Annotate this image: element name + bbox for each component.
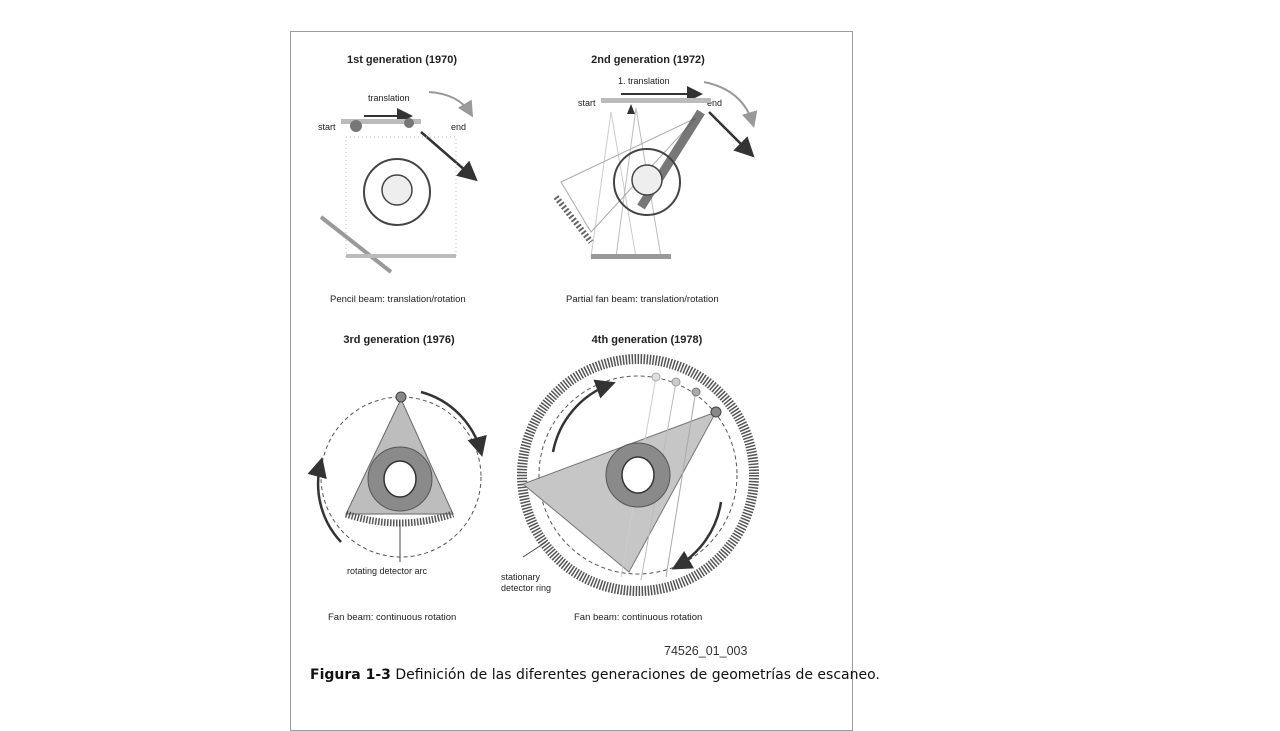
x-ray-source: [710, 406, 722, 418]
rotation-path: [320, 396, 482, 558]
panel-subtitle: Partial fan beam: translation/rotation: [566, 294, 719, 305]
detector-array-left: [553, 195, 594, 244]
panel-title: 4th generation (1978): [592, 334, 703, 346]
panel-title: 3rd generation (1976): [343, 334, 455, 346]
detector-arc: [344, 510, 455, 527]
detector-array-bottom: [591, 254, 671, 259]
gantry-bar: [341, 119, 421, 124]
rotation-diagonal-arrow: [420, 131, 478, 182]
panel-title: 1st generation (1970): [347, 54, 457, 66]
translation-label: translation: [368, 93, 410, 103]
rotation-arrow-left: [307, 457, 342, 543]
panel-subtitle: Fan beam: continuous rotation: [574, 612, 702, 623]
start-label: start: [578, 98, 596, 108]
detector-label-line2: detector ring: [501, 583, 551, 593]
figure-code: 74526_01_003: [664, 644, 748, 658]
head-outline: [381, 174, 413, 206]
head-outline: [631, 164, 663, 196]
end-label: end: [707, 98, 722, 108]
panel-subtitle: Fan beam: continuous rotation: [328, 612, 456, 623]
ct-generations-diagram: 1st generation (1970) translation start …: [307, 54, 759, 623]
figure-caption: Figura 1-3 Definición de las diferentes …: [310, 667, 880, 683]
head-outline: [621, 456, 655, 494]
source-rotation-path: [538, 375, 738, 575]
rotation-arrow: [703, 81, 758, 128]
detector-label-line1: stationary: [501, 572, 541, 582]
source-position-2: [671, 377, 681, 387]
detector-label: rotating detector arc: [347, 566, 428, 576]
rotation-arrow-bottom: [671, 501, 723, 570]
caption-text: Definición de las diferentes generacione…: [390, 667, 880, 683]
rotation-arrow-top: [551, 379, 616, 453]
source-position-1: [651, 372, 661, 382]
head-outline: [383, 460, 417, 498]
rotation-diagonal-arrow: [708, 111, 755, 158]
translation-label: 1. translation: [618, 76, 670, 86]
rotated-bar: [319, 215, 393, 274]
panel-subtitle: Pencil beam: translation/rotation: [330, 294, 466, 305]
panel-1st-generation: 1st generation (1970) translation start …: [318, 54, 478, 305]
gantry-circle: [363, 158, 431, 226]
figure-frame: 1st generation (1970) translation start …: [290, 31, 880, 731]
gantry-circle: [613, 148, 681, 216]
x-ray-source-end: [404, 118, 414, 128]
x-ray-source: [627, 104, 635, 114]
panel-4th-generation: 4th generation (1978) stationary detecto…: [501, 334, 759, 623]
start-label: start: [318, 122, 336, 132]
detector-leader-line: [522, 541, 547, 558]
panel-title: 2nd generation (1972): [591, 54, 705, 66]
x-ray-source: [350, 120, 362, 132]
source-position-3: [691, 387, 701, 397]
gantry-bar: [601, 98, 711, 103]
rotation-arrow-right: [420, 390, 487, 457]
x-ray-source: [395, 391, 407, 403]
ghost-ray-3: [665, 389, 697, 578]
caption-prefix: Figura 1-3: [310, 667, 391, 683]
panel-2nd-generation: 2nd generation (1972) 1. translation sta…: [553, 54, 758, 305]
rotation-arrow: [428, 91, 474, 118]
panel-3rd-generation: 3rd generation (1976) rotating detector …: [307, 334, 487, 623]
stationary-detector-ring: [517, 354, 759, 596]
detector-bar: [346, 254, 456, 258]
end-label: end: [451, 122, 466, 132]
